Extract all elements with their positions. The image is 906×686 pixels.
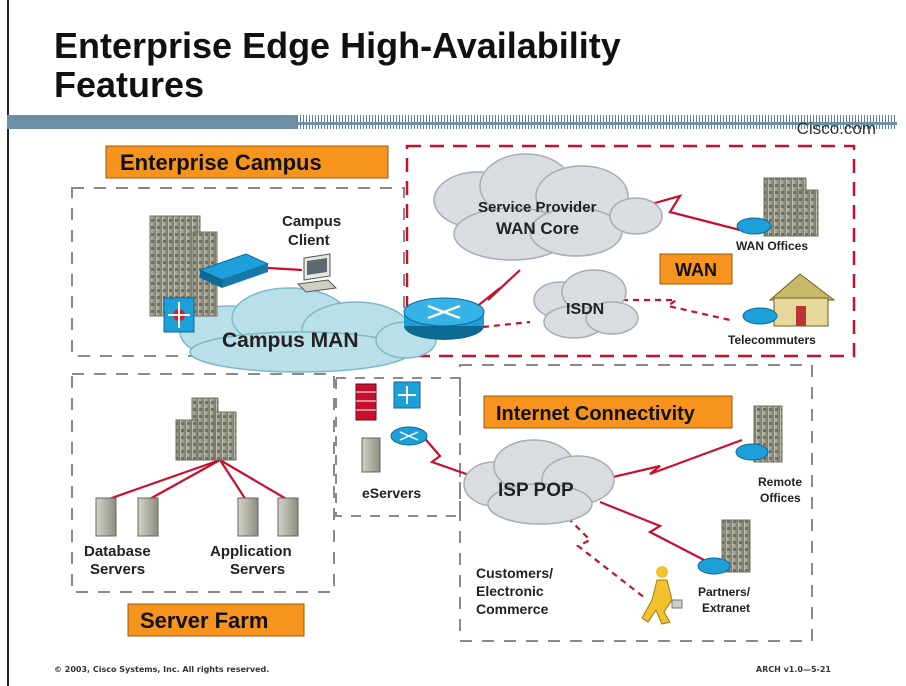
customers-line2: Electronic (476, 583, 544, 599)
network-links (105, 194, 743, 599)
remote-offices-building-icon (735, 405, 783, 463)
telecommuter-house-icon (742, 273, 836, 327)
internet-label: Internet Connectivity (496, 403, 696, 425)
wan-offices-label: WAN Offices (736, 239, 808, 253)
wan-offices-building-icon (736, 177, 819, 237)
customer-person-icon (641, 566, 683, 625)
firewall-icon (355, 383, 381, 473)
sp-cloud-line1: Service Provider (478, 199, 597, 216)
dmz-router-icon (390, 426, 428, 446)
sp-cloud-line2: WAN Core (496, 219, 579, 238)
internet-section-label (483, 395, 733, 429)
slide-frame-left (7, 0, 9, 686)
campus-client-pc-icon (296, 253, 338, 293)
partners-building-icon (697, 519, 751, 575)
partners-line2: Extranet (702, 601, 750, 615)
server-farm-building-icon (175, 397, 237, 461)
wan-label: WAN (675, 260, 717, 280)
remote-offices-line2: Offices (760, 491, 801, 505)
isp-pop-cloud (463, 439, 615, 525)
page-title: Enterprise Edge High-Availability Featur… (54, 26, 621, 104)
partners-line1: Partners/ (698, 585, 751, 599)
telecommuters-label: Telecommuters (728, 333, 816, 347)
wan-edge-router-icon (403, 297, 485, 340)
campus-man-label: Campus MAN (222, 329, 359, 352)
campus-man-cloud (179, 287, 437, 373)
campus-switch-icon (198, 253, 270, 288)
database-line2: Servers (90, 561, 145, 578)
customers-line1: Customers/ (476, 565, 553, 581)
isdn-cloud (533, 269, 639, 339)
remote-offices-line1: Remote (758, 475, 802, 489)
server-farm-section-label (127, 603, 305, 637)
isdn-label: ISDN (566, 301, 604, 318)
eservers-label: eServers (362, 485, 421, 501)
database-servers-icon (95, 497, 159, 537)
course-code: ARCH v1.0—5-21 (755, 665, 831, 674)
campus-section-label (105, 145, 389, 179)
application-line1: Application (210, 543, 292, 560)
brand-label: Cisco.com (796, 119, 876, 138)
dmz-switch-icon (393, 381, 421, 409)
wan-section-label (659, 253, 733, 285)
wan-region (405, 144, 856, 358)
campus-label: Enterprise Campus (120, 150, 322, 175)
multilayer-switch-icon (163, 297, 195, 333)
isp-pop-label: ISP POP (498, 480, 574, 501)
application-servers-icon (237, 497, 299, 537)
title-line-1: Enterprise Edge High-Availability (54, 25, 621, 66)
copyright: © 2003, Cisco Systems, Inc. All rights r… (54, 665, 270, 674)
database-line1: Database (84, 543, 151, 560)
sp-wan-core-cloud (433, 153, 663, 261)
campus-client-line1: Campus (282, 213, 341, 230)
application-line2: Servers (230, 561, 285, 578)
title-line-2: Features (54, 64, 205, 105)
customers-line3: Commerce (476, 601, 549, 617)
internet-region (459, 364, 813, 642)
campus-client-line2: Client (288, 232, 330, 249)
server-farm-label: Server Farm (140, 608, 268, 633)
title-rule (7, 115, 897, 129)
